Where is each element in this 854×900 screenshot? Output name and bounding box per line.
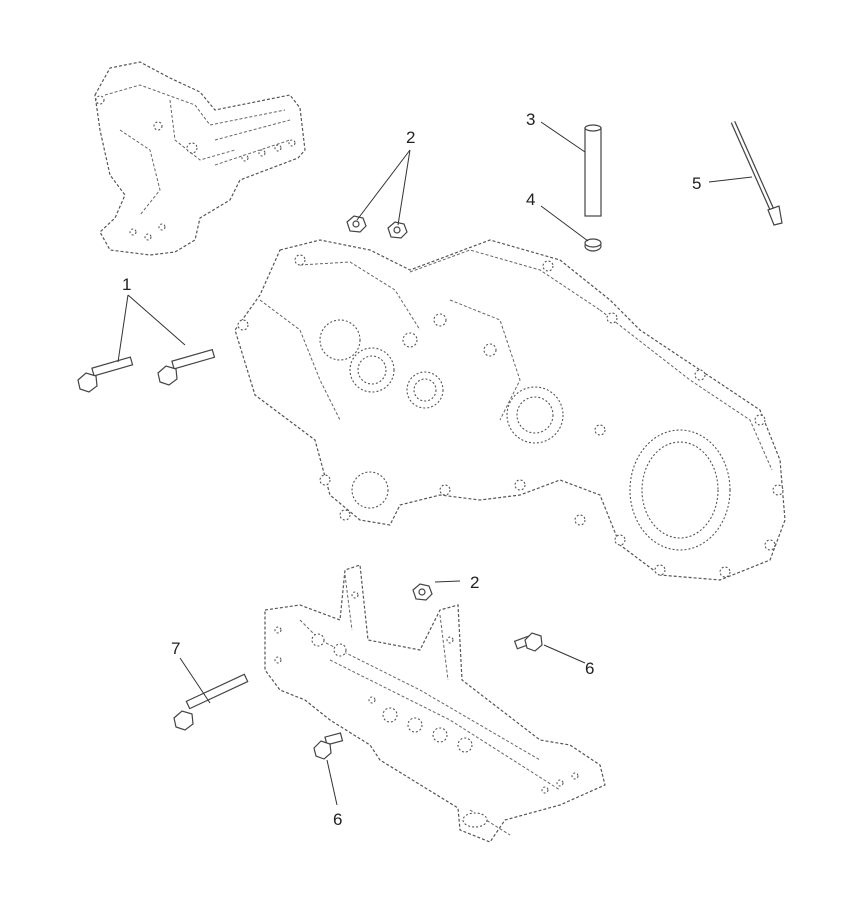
callout-5: 5 xyxy=(692,174,701,193)
bolt-part-1-right xyxy=(157,348,216,386)
leader-lines xyxy=(117,121,753,806)
transfer-case-housing xyxy=(234,239,786,581)
rod-part-5 xyxy=(730,120,783,226)
nut-part-2-right xyxy=(387,221,408,239)
bolt-part-7 xyxy=(173,673,249,731)
nut-part-2-left xyxy=(346,215,367,233)
tube-part-3 xyxy=(584,124,602,217)
callout-6-left: 6 xyxy=(333,810,342,829)
clip-part-4 xyxy=(584,238,602,252)
callout-1: 1 xyxy=(122,275,131,294)
callout-2-top: 2 xyxy=(406,128,415,147)
lower-crossmember xyxy=(264,564,606,843)
nut-part-2-lower xyxy=(412,583,433,601)
upper-mount-bracket xyxy=(94,61,306,256)
callout-4: 4 xyxy=(526,190,535,209)
callout-3: 3 xyxy=(526,110,535,129)
bolt-part-6-right xyxy=(513,632,543,652)
callout-6-right: 6 xyxy=(585,659,594,678)
bolt-part-1-left xyxy=(77,356,134,393)
callout-7: 7 xyxy=(171,639,180,658)
callout-2-lower: 2 xyxy=(470,573,479,592)
bolt-part-6-left xyxy=(313,732,344,760)
